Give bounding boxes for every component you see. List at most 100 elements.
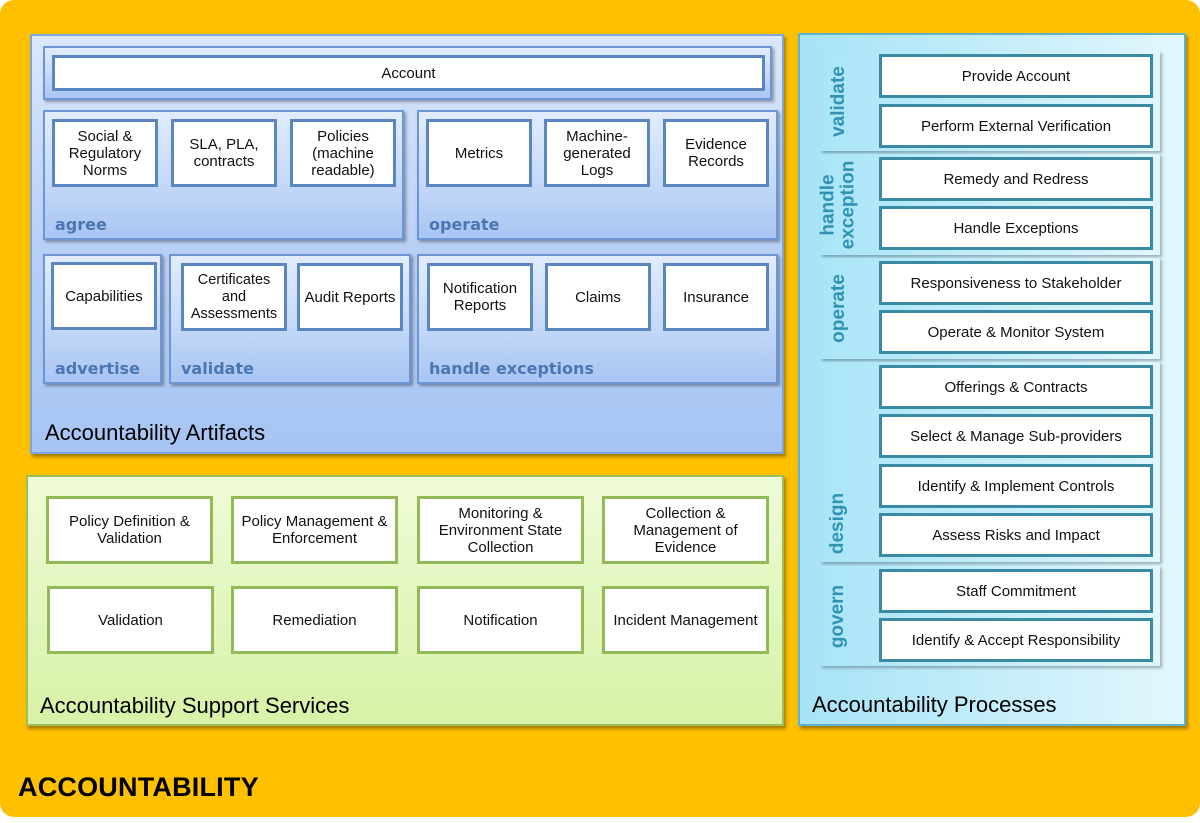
artifact-metrics[interactable]: Metrics — [426, 119, 532, 187]
service-collection-management-evidence[interactable]: Collection & Management of Evidence — [602, 496, 769, 564]
group-operate: Metrics Machine-generated Logs Evidence … — [417, 110, 778, 240]
artifact-label: Insurance — [683, 288, 749, 306]
process-label: Assess Risks and Impact — [932, 526, 1100, 544]
process-group-govern: govern Staff Commitment Identify & Accep… — [820, 566, 1160, 666]
process-group-label: govern — [820, 566, 856, 666]
service-label: Validation — [98, 611, 163, 629]
process-group-label-operate: operate — [827, 274, 849, 343]
artifact-label: Audit Reports — [304, 288, 396, 306]
service-label: Incident Management — [613, 611, 758, 629]
accountability-artifacts-panel: Account Social & Regulatory Norms SLA, P… — [30, 34, 784, 454]
service-policy-management-enforcement[interactable]: Policy Management & Enforcement — [231, 496, 398, 564]
process-label: Offerings & Contracts — [944, 378, 1088, 396]
artifact-machine-generated-logs[interactable]: Machine-generated Logs — [544, 119, 650, 187]
process-provide-account[interactable]: Provide Account — [879, 54, 1153, 98]
artifact-certificates-assessments[interactable]: Certificates and Assessments — [181, 263, 287, 331]
artifact-policies[interactable]: Policies (machine readable) — [290, 119, 396, 187]
service-label: Monitoring & Environment State Collectio… — [438, 504, 563, 556]
processes-title: Accountability Processes — [812, 692, 1057, 717]
service-policy-definition-validation[interactable]: Policy Definition & Validation — [46, 496, 213, 564]
artifact-label: Evidence Records — [685, 136, 747, 170]
process-identify-implement-controls[interactable]: Identify & Implement Controls — [879, 464, 1153, 508]
process-label: Identify & Implement Controls — [917, 477, 1115, 495]
service-label: Notification — [463, 611, 538, 629]
artifact-claims[interactable]: Claims — [545, 263, 651, 331]
accountability-support-services-panel: Policy Definition & Validation Policy Ma… — [26, 475, 784, 726]
account-label: Account — [381, 64, 436, 82]
service-label: Policy Management & Enforcement — [241, 513, 388, 547]
artifact-label: Policies (machine readable) — [311, 127, 375, 179]
service-remediation[interactable]: Remediation — [231, 586, 398, 654]
artifact-evidence-records[interactable]: Evidence Records — [663, 119, 769, 187]
service-monitoring-environment-state[interactable]: Monitoring & Environment State Collectio… — [417, 496, 584, 564]
group-label-validate: validate — [181, 359, 254, 378]
artifact-label: Capabilities — [65, 287, 143, 305]
accountability-processes-panel: validate Provide Account Perform Externa… — [798, 33, 1186, 726]
artifact-insurance[interactable]: Insurance — [663, 263, 769, 331]
group-label-handle-exceptions: handle exceptions — [429, 359, 594, 378]
process-group-label: design — [820, 362, 856, 562]
process-label: Responsiveness to Stakeholder — [910, 274, 1122, 292]
artifact-audit-reports[interactable]: Audit Reports — [297, 263, 403, 331]
artifact-label: Claims — [575, 288, 621, 306]
process-select-manage-sub-providers[interactable]: Select & Manage Sub-providers — [879, 414, 1153, 458]
group-handle-exceptions: Notification Reports Claims Insurance ha… — [417, 254, 778, 384]
service-label: Collection & Management of Evidence — [633, 504, 738, 556]
process-handle-exceptions[interactable]: Handle Exceptions — [879, 206, 1153, 250]
process-group-label: validate — [820, 51, 856, 151]
process-group-operate: operate Responsiveness to Stakeholder Op… — [820, 258, 1160, 359]
group-agree: Social & Regulatory Norms SLA, PLA, cont… — [43, 110, 404, 240]
process-staff-commitment[interactable]: Staff Commitment — [879, 569, 1153, 613]
process-group-handle-exception: handle exception Remedy and Redress Hand… — [817, 154, 1160, 255]
process-perform-external-verification[interactable]: Perform External Verification — [879, 104, 1153, 148]
accountability-title: ACCOUNTABILITY — [18, 772, 259, 802]
process-label: Remedy and Redress — [943, 170, 1089, 188]
process-group-label: handle exception — [817, 154, 858, 255]
support-services-title: Accountability Support Services — [40, 693, 350, 718]
process-label: Handle Exceptions — [953, 219, 1079, 237]
process-group-design: design Offerings & Contracts Select & Ma… — [820, 362, 1160, 562]
group-label-advertise: advertise — [55, 359, 140, 378]
artifact-notification-reports[interactable]: Notification Reports — [427, 263, 533, 331]
artifacts-title: Accountability Artifacts — [45, 420, 266, 445]
account-box[interactable]: Account — [52, 55, 765, 91]
service-validation[interactable]: Validation — [47, 586, 214, 654]
process-group-label: operate — [820, 258, 856, 359]
process-identify-accept-responsibility[interactable]: Identify & Accept Responsibility — [879, 618, 1153, 662]
process-group-label-govern: govern — [827, 584, 849, 648]
group-label-operate: operate — [429, 215, 500, 234]
process-label: Perform External Verification — [920, 117, 1112, 135]
artifact-label: Metrics — [454, 144, 504, 162]
service-label: Policy Definition & Validation — [69, 513, 190, 547]
process-label: Staff Commitment — [956, 582, 1076, 600]
process-group-label-validate: validate — [827, 65, 849, 137]
process-remedy-and-redress[interactable]: Remedy and Redress — [879, 157, 1153, 201]
artifact-label: SLA, PLA, contracts — [189, 136, 259, 170]
process-group-label-handle-exception: handle exception — [817, 160, 858, 249]
process-label: Provide Account — [961, 67, 1071, 85]
process-operate-monitor-system[interactable]: Operate & Monitor System — [879, 310, 1153, 354]
process-label: Operate & Monitor System — [927, 323, 1105, 341]
process-label: Select & Manage Sub-providers — [910, 427, 1122, 445]
artifact-label: Social & Regulatory Norms — [68, 127, 142, 179]
process-group-validate: validate Provide Account Perform Externa… — [820, 51, 1160, 151]
artifact-label: Machine-generated Logs — [563, 127, 631, 179]
group-label-agree: agree — [55, 215, 107, 234]
group-validate: Certificates and Assessments Audit Repor… — [169, 254, 411, 384]
artifact-sla-pla-contracts[interactable]: SLA, PLA, contracts — [171, 119, 277, 187]
group-advertise: Capabilities advertise — [43, 254, 162, 384]
artifact-label: Certificates and Assessments — [190, 271, 278, 322]
process-group-label-design: design — [827, 492, 849, 555]
artifact-social-regulatory-norms[interactable]: Social & Regulatory Norms — [52, 119, 158, 187]
process-responsiveness-to-stakeholder[interactable]: Responsiveness to Stakeholder — [879, 261, 1153, 305]
artifact-label: Notification Reports — [442, 280, 518, 314]
service-notification[interactable]: Notification — [417, 586, 584, 654]
service-label: Remediation — [272, 611, 357, 629]
process-assess-risks-impact[interactable]: Assess Risks and Impact — [879, 513, 1153, 557]
process-label: Identify & Accept Responsibility — [911, 631, 1121, 649]
artifact-capabilities[interactable]: Capabilities — [51, 262, 157, 330]
account-group: Account — [43, 46, 772, 100]
process-offerings-contracts[interactable]: Offerings & Contracts — [879, 365, 1153, 409]
service-incident-management[interactable]: Incident Management — [602, 586, 769, 654]
